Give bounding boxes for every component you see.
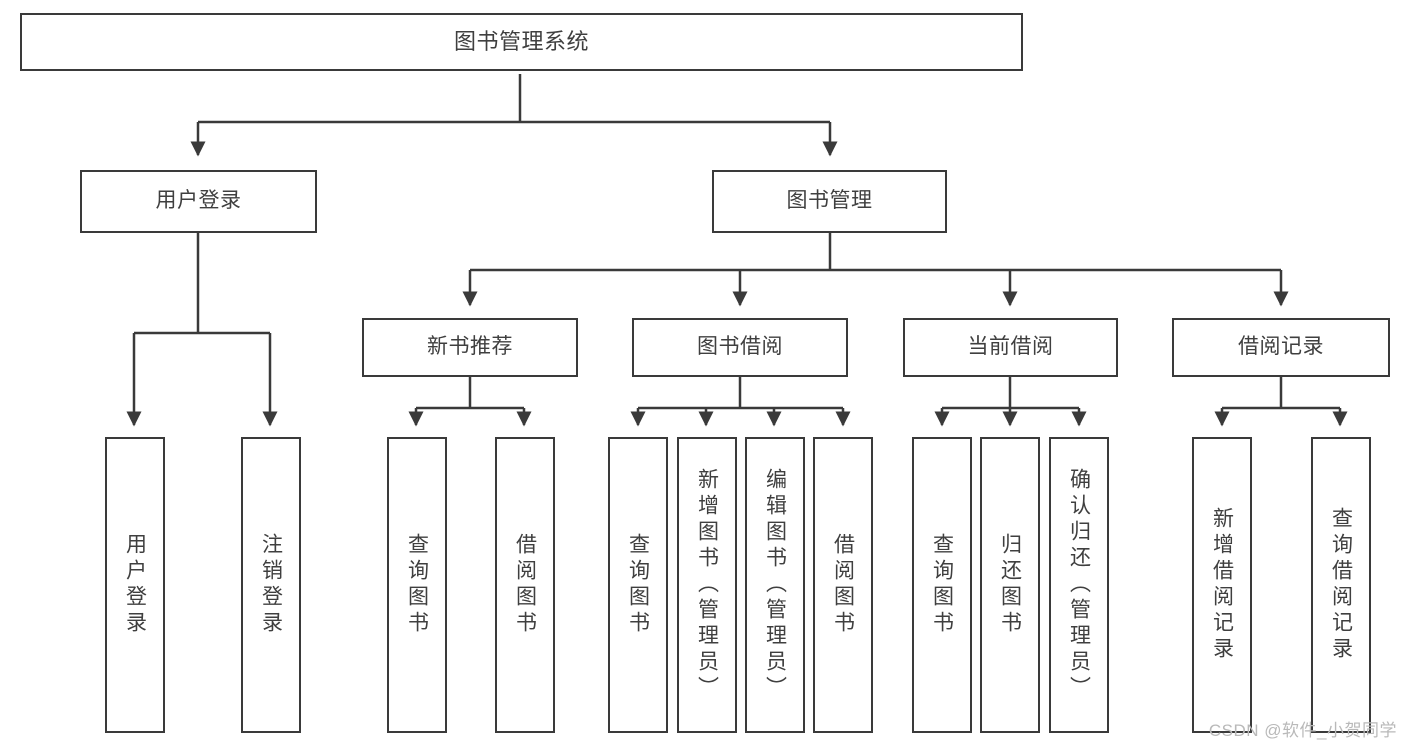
node-borrow-record[interactable]: 借阅记录 (1172, 318, 1390, 377)
node-label: 图书借阅 (697, 335, 783, 359)
node-user-login[interactable]: 用户登录 (80, 170, 317, 233)
leaf-book-borrow-add[interactable]: 新增图书（管理员） (677, 437, 737, 733)
leaf-label: 查询图书 (626, 533, 650, 637)
leaf-label: 查询图书 (930, 533, 954, 637)
csdn-watermark: CSDN @软件_小贺同学 (1208, 721, 1397, 740)
leaf-label: 查询借阅记录 (1329, 507, 1353, 663)
leaf-book-borrow-edit[interactable]: 编辑图书（管理员） (745, 437, 805, 733)
node-current-borrow[interactable]: 当前借阅 (903, 318, 1118, 377)
leaf-label: 新增借阅记录 (1210, 507, 1234, 663)
leaf-current-borrow-query[interactable]: 查询图书 (912, 437, 972, 733)
node-label: 借阅记录 (1238, 335, 1324, 359)
leaf-label: 查询图书 (405, 533, 429, 637)
leaf-current-borrow-confirm-return[interactable]: 确认归还（管理员） (1049, 437, 1109, 733)
leaf-label: 注销登录 (259, 533, 283, 637)
leaf-new-book-query[interactable]: 查询图书 (387, 437, 447, 733)
node-label: 图书管理系统 (453, 29, 589, 55)
leaf-label: 确认归还（管理员） (1067, 468, 1091, 702)
node-new-book-recommend[interactable]: 新书推荐 (362, 318, 578, 377)
leaf-book-borrow-borrow[interactable]: 借阅图书 (813, 437, 873, 733)
leaf-borrow-record-add[interactable]: 新增借阅记录 (1192, 437, 1252, 733)
leaf-label: 编辑图书（管理员） (763, 468, 787, 702)
leaf-book-borrow-query[interactable]: 查询图书 (608, 437, 668, 733)
leaf-label: 借阅图书 (513, 533, 537, 637)
node-label: 图书管理 (786, 189, 873, 213)
leaf-new-book-borrow[interactable]: 借阅图书 (495, 437, 555, 733)
node-label: 用户登录 (155, 189, 242, 213)
leaf-label: 归还图书 (998, 533, 1022, 637)
node-label: 新书推荐 (427, 335, 513, 359)
node-root-system[interactable]: 图书管理系统 (20, 13, 1023, 71)
leaf-label: 借阅图书 (831, 533, 855, 637)
leaf-label: 新增图书（管理员） (695, 468, 719, 702)
leaf-label: 用户登录 (123, 533, 147, 637)
leaf-user-login-login[interactable]: 用户登录 (105, 437, 165, 733)
leaf-current-borrow-return[interactable]: 归还图书 (980, 437, 1040, 733)
node-book-management[interactable]: 图书管理 (712, 170, 947, 233)
leaf-user-login-logout[interactable]: 注销登录 (241, 437, 301, 733)
leaf-borrow-record-query[interactable]: 查询借阅记录 (1311, 437, 1371, 733)
node-book-borrow[interactable]: 图书借阅 (632, 318, 848, 377)
node-label: 当前借阅 (967, 335, 1054, 359)
